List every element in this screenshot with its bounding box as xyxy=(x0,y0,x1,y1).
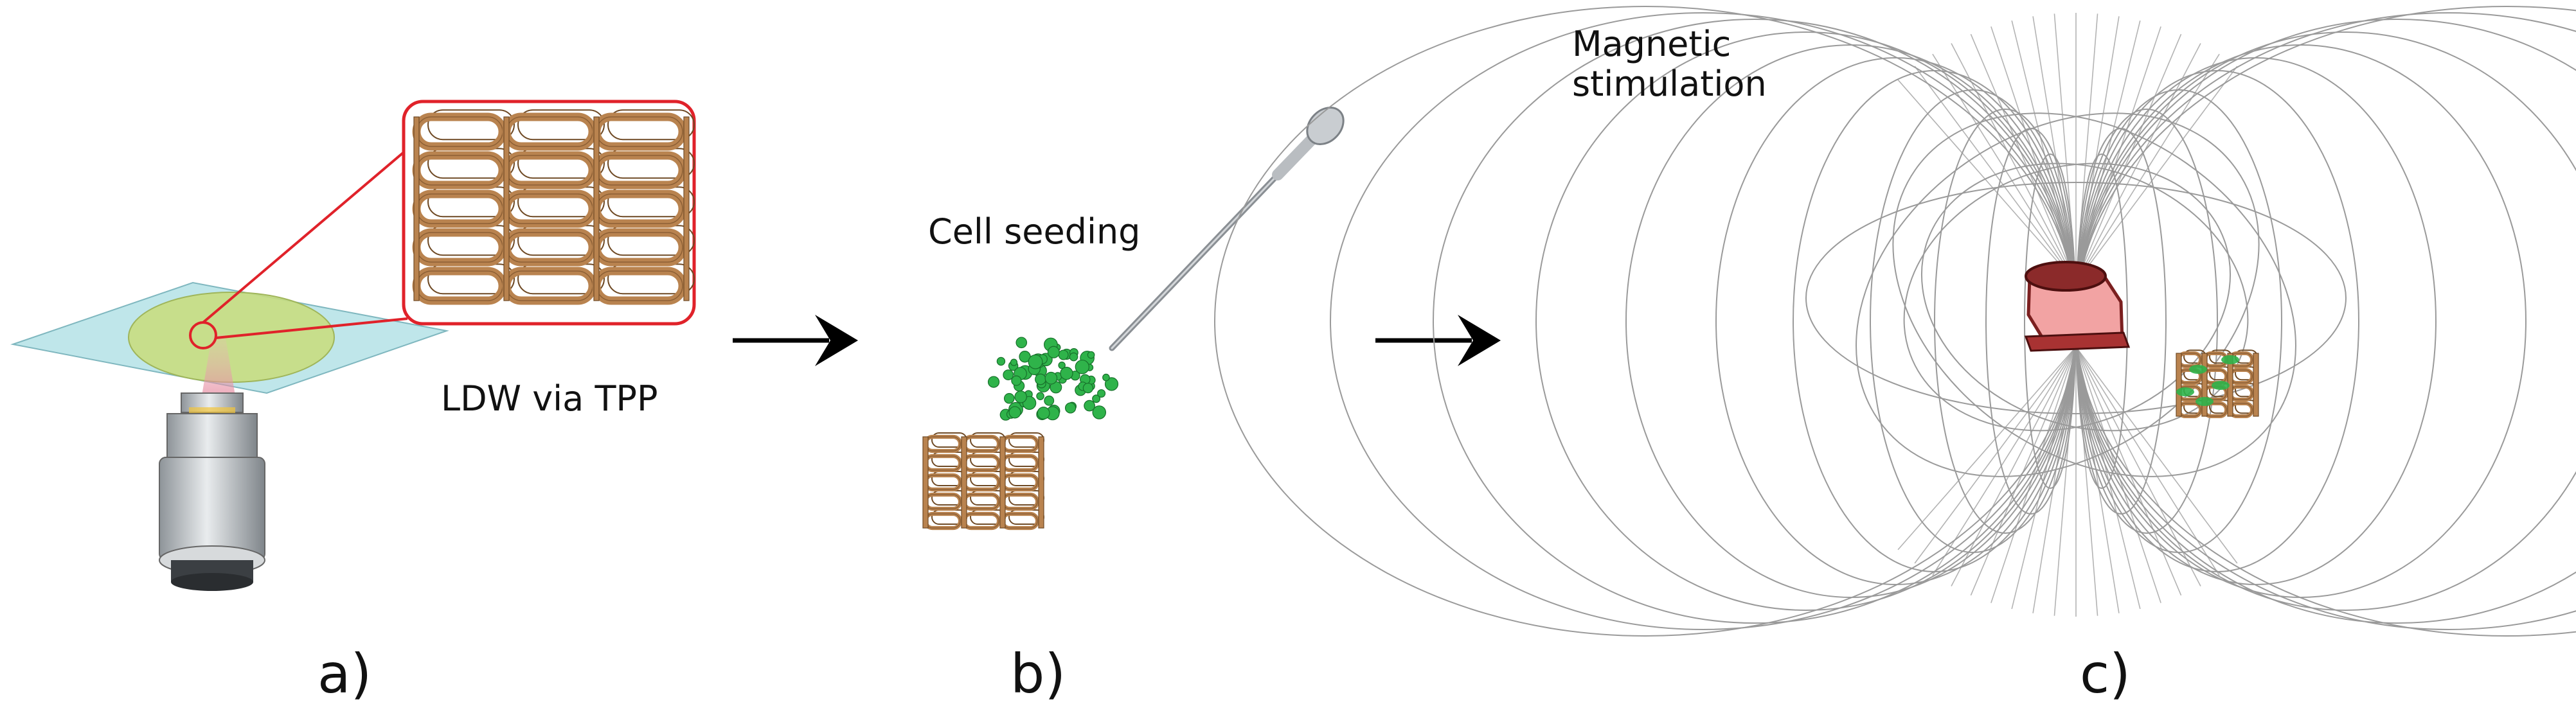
seeded-scaffold-icon xyxy=(2176,349,2259,418)
zoom-inset-frame xyxy=(402,100,696,326)
scaffold-strand xyxy=(962,453,1001,473)
scaffold-strand xyxy=(1000,434,1040,453)
scaffold-strand xyxy=(1000,453,1040,473)
panel-a-illustration xyxy=(10,100,696,591)
scaffold-strand xyxy=(1000,492,1040,511)
arrow-right-icon xyxy=(733,315,858,366)
scaffold-strand xyxy=(923,473,963,492)
scaffold-strand xyxy=(923,492,963,511)
zoom-line-bottom xyxy=(215,317,408,339)
cell-cluster-icon xyxy=(987,337,1119,421)
scaffold-strand xyxy=(2228,385,2254,401)
scaffold-strand xyxy=(923,511,963,531)
scaffold-strand xyxy=(1000,473,1040,492)
scaffold-closeup xyxy=(412,109,695,305)
scaffold-strand xyxy=(2177,351,2203,368)
step-caption-seeding: Cell seeding xyxy=(928,211,1141,252)
scaffold-strand xyxy=(2228,368,2254,385)
scaffold-strand xyxy=(962,492,1001,511)
scaffold-strand xyxy=(962,511,1001,531)
panel-label-b: b) xyxy=(1010,642,1066,705)
magnetic-field-lines xyxy=(1214,6,2576,637)
panel-b-illustration xyxy=(922,107,1345,531)
scaffold-strand xyxy=(2228,401,2254,418)
step-caption-ldw: LDW via TPP xyxy=(441,378,658,419)
panel-label-a: a) xyxy=(318,642,372,705)
scaffold-icon xyxy=(922,432,1044,531)
zoom-line-top xyxy=(202,148,409,324)
panel-label-c: c) xyxy=(2080,642,2131,705)
panel-c-illustration xyxy=(1214,6,2576,637)
laser-beam xyxy=(199,334,238,411)
scaffold-strand xyxy=(962,434,1001,453)
scaffold-strand xyxy=(1000,511,1040,531)
arrow-right-icon xyxy=(1375,315,1501,366)
microscope-objective-icon xyxy=(159,392,265,591)
scaffold-strand xyxy=(923,434,963,453)
scaffold-strand xyxy=(2177,401,2203,418)
scaffold-strand xyxy=(923,453,963,473)
pipette-icon xyxy=(1109,107,1345,351)
step-caption-magnetic: Magnetic stimulation xyxy=(1572,24,1767,104)
magnet-icon xyxy=(2024,261,2131,352)
scaffold-strand xyxy=(962,473,1001,492)
